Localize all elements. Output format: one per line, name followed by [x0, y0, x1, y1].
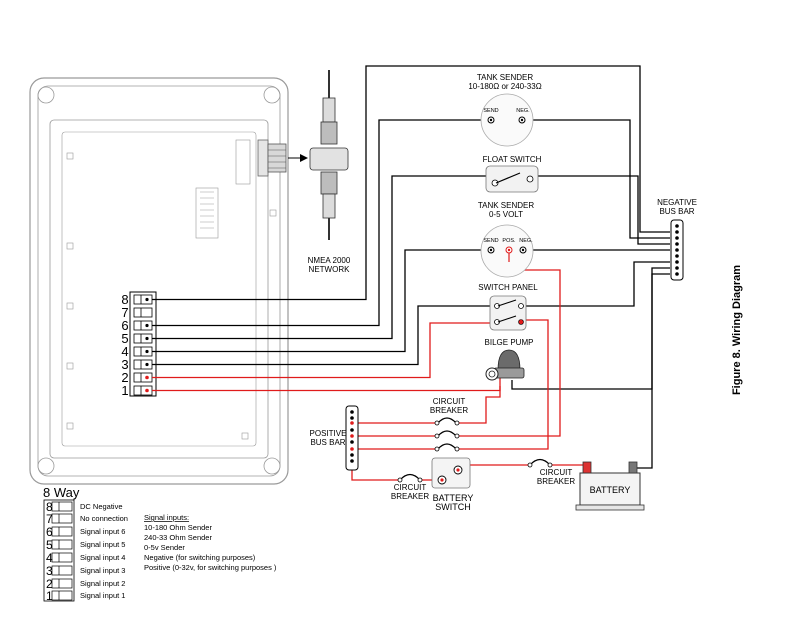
neg-label: NEG.: [516, 108, 530, 114]
battery-switch: BATTERY SWITCH: [431, 457, 474, 512]
negative-bus-label-1: NEGATIVE: [657, 198, 697, 207]
send-label: SEND: [483, 108, 498, 114]
nmea-label-1: NMEA 2000: [308, 256, 351, 265]
circuit-breaker-bottom-label-2: BREAKER: [391, 492, 429, 501]
terminal-num: 7: [121, 305, 128, 320]
signal-input-item: 240-33 Ohm Sender: [144, 533, 212, 542]
switch-panel: SWITCH PANEL: [478, 283, 538, 331]
legend-num: 5: [46, 538, 53, 552]
legend-row-label: No connection: [80, 514, 128, 523]
legend-row-label: Signal input 1: [80, 591, 125, 600]
circuit-breaker-right: CIRCUIT BREAKER: [527, 458, 575, 486]
circuit-breaker-right-label-1: CIRCUIT: [540, 468, 573, 477]
pos-label: POS.: [502, 238, 516, 244]
terminal-num: 1: [121, 383, 128, 398]
legend-num: 3: [46, 564, 53, 578]
legend-num: 1: [46, 589, 53, 603]
negative-bus-label-2: BUS BAR: [659, 207, 694, 216]
legend-num: 2: [46, 577, 53, 591]
terminal-num: 6: [121, 318, 128, 333]
black-wires: [152, 65, 670, 469]
terminal-num: 8: [121, 292, 128, 307]
battery-switch-label-1: BATTERY: [433, 493, 474, 503]
battery-label: BATTERY: [590, 485, 631, 495]
legend-row-label: Signal input 4: [80, 553, 125, 562]
float-switch-label: FLOAT SWITCH: [483, 155, 542, 164]
terminal-legend: 8 Way 8 7 6 5 4 3 2 1 DC N: [43, 485, 277, 603]
bilge-pump: BILGE PUMP: [485, 338, 534, 381]
tank-sender-v-title-1: TANK SENDER: [478, 201, 535, 210]
legend-num: 8: [46, 500, 53, 514]
signal-inputs-title: Signal inputs:: [144, 513, 189, 522]
legend-row-label: Signal input 3: [80, 566, 125, 575]
float-switch: FLOAT SWITCH: [483, 155, 542, 193]
legend-num: 4: [46, 551, 53, 565]
neg-label: NEG.: [519, 238, 533, 244]
circuit-breaker-top-label-1: CIRCUIT: [433, 397, 466, 406]
signal-input-item: Negative (for switching purposes): [144, 553, 256, 562]
tank-sender-resistive: TANK SENDER 10-180Ω or 240-33Ω SEND NEG.: [468, 73, 542, 147]
positive-bus-bar: POSITIVE BUS BAR: [310, 405, 359, 471]
tank-sender-0-5v: TANK SENDER 0-5 VOLT SEND POS. NEG.: [478, 201, 535, 278]
legend-row-label: Signal input 2: [80, 579, 125, 588]
terminal-num: 2: [121, 370, 128, 385]
device-enclosure: [29, 77, 289, 485]
terminal-num: 4: [121, 344, 128, 359]
circuit-breaker-bottom: CIRCUIT BREAKER: [391, 473, 429, 501]
circuit-breaker-right-label-2: BREAKER: [537, 477, 575, 486]
negative-bus-bar: NEGATIVE BUS BAR: [657, 198, 697, 281]
legend-num: 6: [46, 525, 53, 539]
signal-input-item: 0-5v Sender: [144, 543, 185, 552]
circuit-breakers-stack: CIRCUIT BREAKER: [430, 397, 468, 452]
bilge-pump-label: BILGE PUMP: [485, 338, 534, 347]
terminal-block: 8 7 6 5 4 3 2 1: [121, 291, 157, 398]
send-label: SEND: [483, 238, 498, 244]
legend-row-label: Signal input 5: [80, 540, 125, 549]
tank-sender-title-2: 10-180Ω or 240-33Ω: [468, 82, 541, 91]
legend-title: 8 Way: [43, 485, 80, 500]
terminal-num: 5: [121, 331, 128, 346]
battery-switch-label-2: SWITCH: [435, 502, 471, 512]
legend-row-label: DC Negative: [80, 502, 123, 511]
signal-input-item: 10-180 Ohm Sender: [144, 523, 212, 532]
battery: BATTERY: [575, 461, 645, 511]
circuit-breaker-top-label-2: BREAKER: [430, 406, 468, 415]
signal-input-item: Positive (0-32v, for switching purposes …: [144, 563, 277, 572]
positive-bus-label-2: BUS BAR: [310, 438, 345, 447]
switch-panel-label: SWITCH PANEL: [478, 283, 538, 292]
legend-row-label: Signal input 6: [80, 527, 125, 536]
legend-num: 7: [46, 512, 53, 526]
terminal-num: 3: [121, 357, 128, 372]
tank-sender-title-1: TANK SENDER: [477, 73, 534, 82]
nmea-arrow: [288, 154, 308, 162]
tank-sender-v-title-2: 0-5 VOLT: [489, 210, 523, 219]
positive-bus-label-1: POSITIVE: [310, 429, 347, 438]
nmea-label-2: NETWORK: [309, 265, 351, 274]
circuit-breaker-bottom-label-1: CIRCUIT: [394, 483, 427, 492]
nmea-2000-backbone: NMEA 2000 NETWORK: [308, 70, 351, 274]
figure-caption: Figure 8. Wiring Diagram: [731, 265, 743, 395]
